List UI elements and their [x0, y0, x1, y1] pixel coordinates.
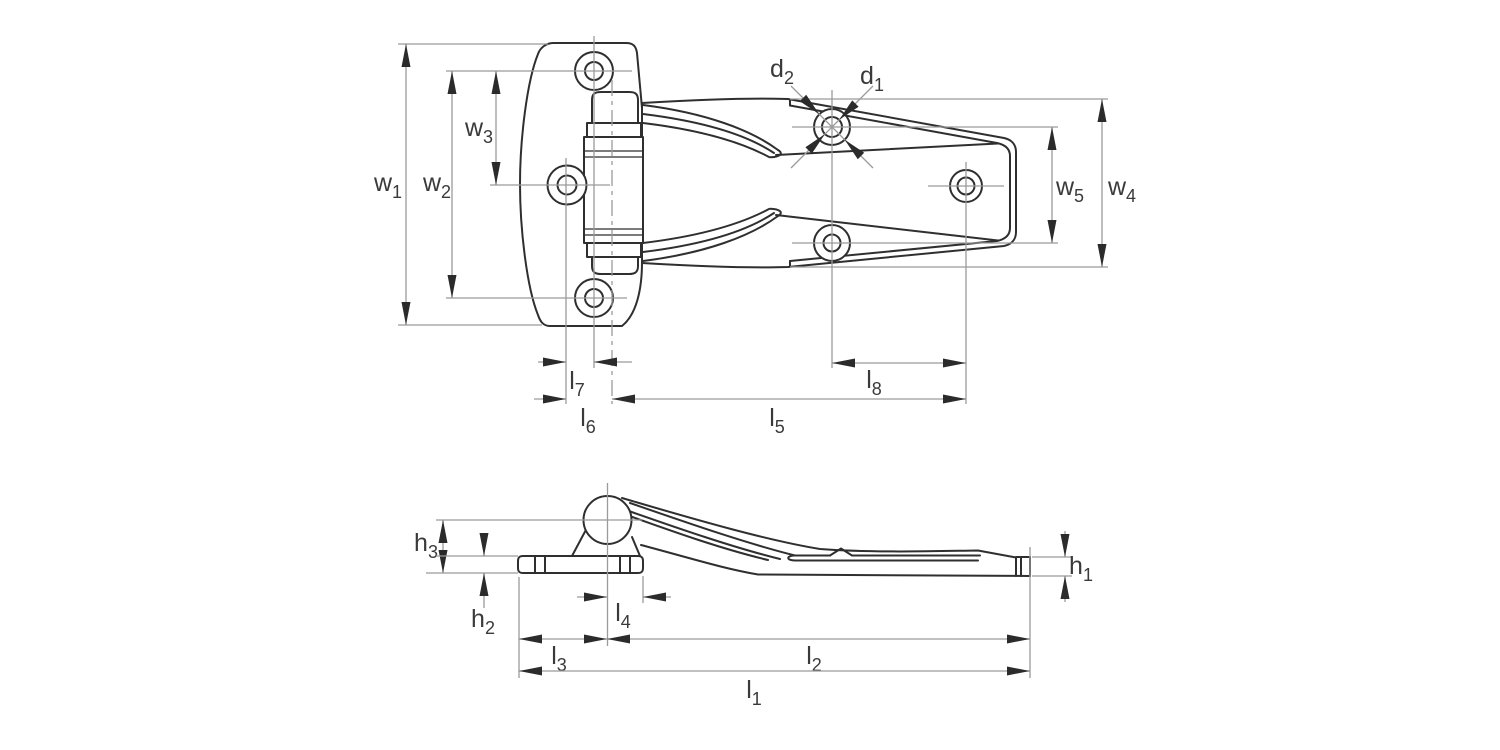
barrel-ring-bottom [586, 242, 642, 258]
dim-label-l3: l3 [551, 642, 567, 675]
dim-label-l1: l1 [746, 676, 762, 709]
dimension-w5: w5 [1047, 127, 1084, 243]
side-stop-tab [829, 547, 853, 557]
dim-label-l7: l7 [569, 367, 585, 400]
barrel-ring-top [586, 122, 642, 138]
dim-label-h3: h3 [414, 529, 438, 562]
arm-fold-line-bottom [775, 214, 999, 242]
barrel-pin-top [591, 91, 639, 124]
dim-label-w3: w3 [464, 114, 493, 147]
dimension-w2: w2 [422, 71, 457, 298]
dimension-h3: h3 [414, 520, 518, 574]
dim-label-l8: l8 [866, 366, 882, 399]
arm-fold-line-top [775, 142, 999, 156]
dim-label-w2: w2 [422, 169, 451, 202]
dim-label-h2: h2 [471, 605, 495, 638]
barrel-body [583, 136, 644, 244]
dim-label-d2: d2 [770, 55, 794, 88]
side-plate-slot-lines [534, 555, 631, 574]
dimension-w4: w4 [790, 98, 1136, 268]
dim-label-w5: w5 [1055, 173, 1084, 206]
spring-leaf-curves-top [642, 104, 782, 159]
dim-label-l4: l4 [615, 599, 631, 632]
top-view: w1 w2 w3 w4 w5 d2 [373, 36, 1136, 437]
dimension-l5: l5 [612, 394, 966, 437]
side-base-plate [517, 555, 644, 574]
dimension-h1: h1 [1032, 531, 1093, 602]
side-view: h3 h2 h1 l4 l3 l2 [414, 483, 1093, 709]
dimension-h2: h2 [436, 533, 518, 638]
side-arm [571, 495, 1031, 577]
dim-label-h1: h1 [1069, 552, 1093, 585]
spring-leaf-curves-bottom [642, 207, 782, 262]
side-plate-outline [517, 555, 644, 574]
dimension-l3: l3 [519, 634, 1030, 675]
side-arm-bottom-edge [640, 544, 1031, 577]
dimension-l7: l7 [538, 357, 632, 400]
dimension-l4: l4 [577, 592, 671, 632]
side-arm-top-edge [621, 497, 1017, 559]
dim-label-w1: w1 [373, 169, 402, 202]
dim-label-l2: l2 [806, 642, 822, 675]
barrel-pin-bottom [591, 256, 639, 275]
hinge-arm [641, 97, 1017, 269]
dim-label-l5: l5 [769, 404, 785, 437]
centerlines-top-view [446, 36, 1058, 404]
dim-label-d1: d1 [860, 62, 884, 95]
hinge-barrel [583, 91, 644, 275]
dim-label-l6: l6 [580, 404, 596, 437]
dimension-w3: w3 [464, 71, 501, 185]
hinge-arm-outline [641, 97, 1017, 269]
dimension-l8: l8 [832, 358, 966, 399]
dim-label-w4: w4 [1107, 173, 1136, 206]
dimension-d2: d2 [770, 55, 865, 160]
dimension-l6: l6 [534, 394, 596, 437]
centerlines-side-view [436, 483, 1031, 678]
barrel-seams [584, 150, 643, 236]
dimension-w1: w1 [373, 43, 548, 326]
dimension-l2: l2 [607, 634, 1030, 675]
dimension-l1: l1 [519, 666, 1030, 709]
side-rib-curves [623, 502, 981, 562]
dimension-d1: d1 [805, 62, 884, 154]
arm-inner-edge [789, 104, 1011, 262]
d-callout-diagonal-2 [790, 85, 874, 169]
